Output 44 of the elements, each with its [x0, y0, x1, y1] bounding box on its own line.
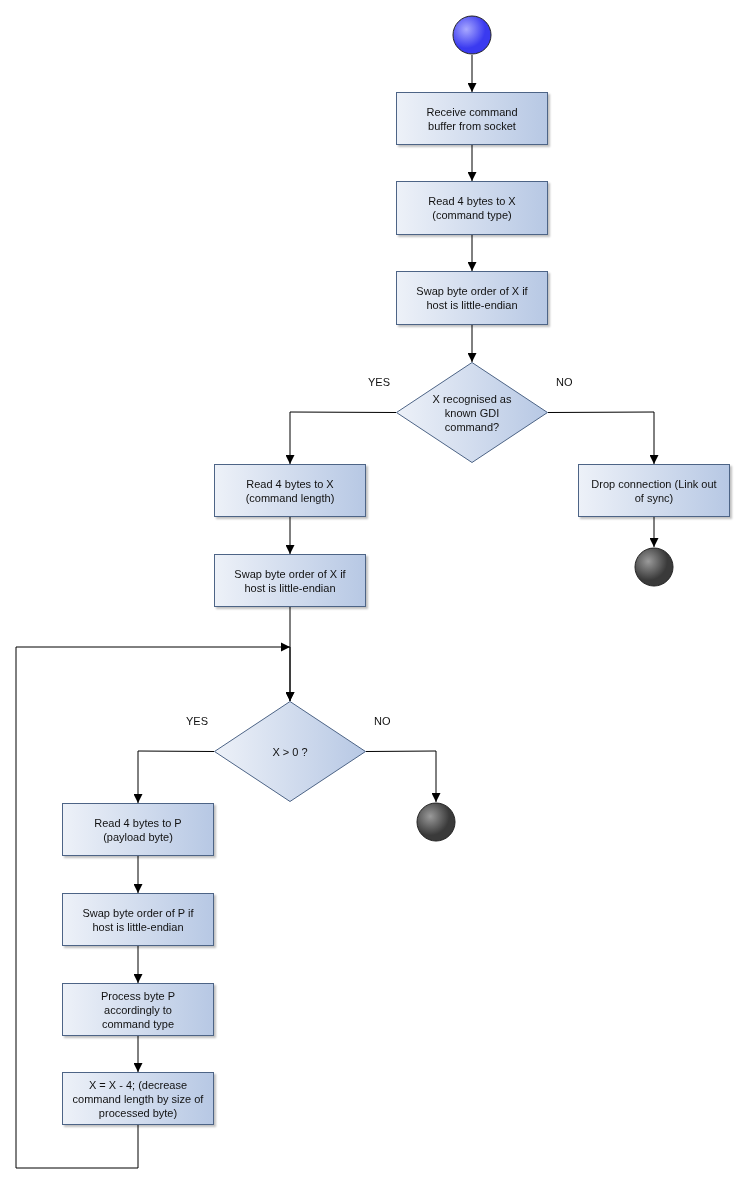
- process-box: [396, 271, 548, 325]
- arrow: [365, 750, 441, 803]
- process-box: [214, 464, 366, 517]
- edge-label: NO: [372, 715, 393, 728]
- arrow: [547, 411, 659, 465]
- end-circle: [416, 802, 456, 842]
- node-text: Swap byte order of X if host is little-endian: [415, 284, 529, 312]
- edge-label: NO: [554, 376, 575, 389]
- arrow: [133, 1035, 143, 1073]
- edge-label: YES: [366, 376, 392, 389]
- node-text: Read 4 bytes to P (payload byte): [93, 815, 183, 844]
- node-text: Drop connection (Link out of sync): [590, 476, 718, 505]
- process-box: [396, 92, 548, 145]
- arrow: [133, 855, 143, 894]
- decision-diamond: [396, 362, 548, 463]
- process-box: [396, 181, 548, 235]
- arrow: [467, 234, 477, 272]
- node-text: Swap byte order of X if host is little-endian: [233, 566, 347, 595]
- arrow: [467, 54, 477, 93]
- node-text: X > 0 ?: [271, 744, 309, 759]
- edge-label: YES: [184, 715, 210, 728]
- arrow: [649, 516, 659, 548]
- process-box: [214, 554, 366, 607]
- arrow: [133, 750, 215, 804]
- process-box: [62, 983, 214, 1036]
- node-text: X = X - 4; (decrease command length by size of processed byte): [71, 1077, 205, 1120]
- end-circle: [634, 547, 674, 587]
- arrow: [285, 411, 397, 465]
- arrow: [285, 516, 295, 555]
- arrow: [467, 144, 477, 182]
- node-text: Read 4 bytes to X (command length): [244, 476, 336, 505]
- arrow: [133, 945, 143, 984]
- decision-diamond: [214, 701, 366, 802]
- node-text: Read 4 bytes to X (command type): [427, 194, 517, 222]
- node-text: Process byte P accordingly to command type: [100, 988, 176, 1031]
- process-box: [62, 803, 214, 856]
- node-text: Receive command buffer from socket: [425, 104, 519, 133]
- arrow: [467, 324, 477, 363]
- process-box: [62, 1072, 214, 1125]
- process-box: [578, 464, 730, 517]
- start-circle: [452, 15, 492, 55]
- node-text: X recognised as known GDI command?: [431, 391, 513, 434]
- process-box: [62, 893, 214, 946]
- node-text: Swap byte order of P if host is little-endian: [81, 905, 195, 934]
